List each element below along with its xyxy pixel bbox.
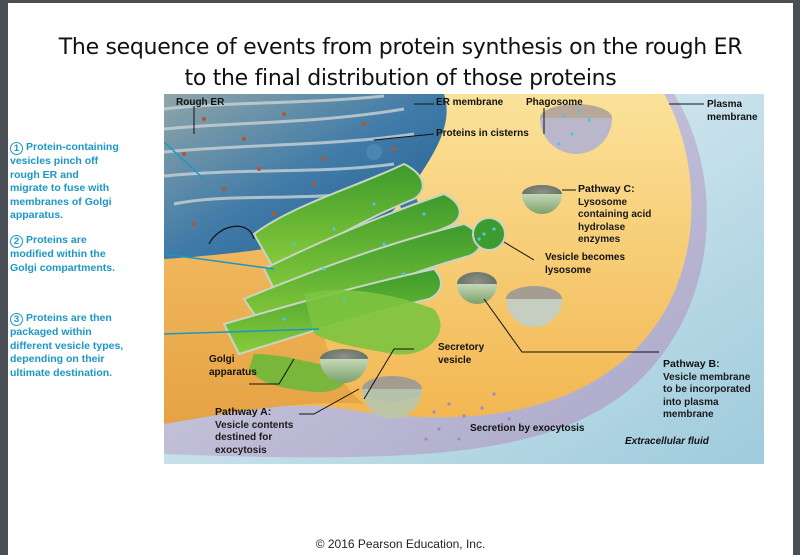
label-line: containing acid bbox=[578, 209, 652, 220]
step-1-line: apparatus. bbox=[10, 209, 64, 221]
label-line: Plasma bbox=[707, 99, 743, 110]
label-rough-er: Rough ER bbox=[176, 97, 225, 108]
title-line-2: to the final distribution of those prote… bbox=[184, 66, 617, 91]
label-pathway-b: Pathway B: Vesicle membrane to be incorp… bbox=[663, 358, 751, 422]
title-line-1: The sequence of events from protein synt… bbox=[58, 35, 743, 60]
er-to-golgi-arrow bbox=[208, 225, 255, 245]
golgi-proteins bbox=[282, 202, 496, 321]
label-secretion-by-exocytosis: Secretion by exocytosis bbox=[470, 423, 585, 434]
label-line: Golgi bbox=[209, 354, 235, 365]
step-number-2: 2 bbox=[10, 235, 23, 248]
label-er-membrane: ER membrane bbox=[436, 97, 504, 108]
pathway-c-heading: Pathway C: bbox=[578, 183, 635, 195]
exocytosis-vesicle bbox=[362, 376, 422, 419]
step-2-line: modified within the bbox=[10, 248, 106, 260]
label-line: Lysosome bbox=[578, 196, 628, 208]
illustration-svg bbox=[164, 94, 764, 464]
label-line: exocytosis bbox=[215, 444, 267, 456]
step-1-line: vesicles pinch off bbox=[10, 155, 99, 167]
step-1-line: membranes of Golgi bbox=[10, 195, 112, 208]
er-cisternae bbox=[164, 94, 415, 206]
transport-vesicle bbox=[366, 144, 382, 160]
step-3-line: Proteins are then bbox=[26, 312, 112, 324]
label-line: Vesicle becomes bbox=[545, 252, 626, 263]
step-1-line: rough ER and bbox=[10, 168, 79, 181]
step-3-line: ultimate destination. bbox=[10, 366, 113, 379]
label-line: membrane bbox=[663, 409, 714, 420]
label-line: Secretory bbox=[438, 342, 485, 353]
lysosome-vesicle bbox=[522, 185, 562, 214]
step-number-1: 1 bbox=[10, 142, 23, 155]
membrane-fusing-vesicle bbox=[506, 286, 562, 327]
label-line: destined for bbox=[215, 432, 273, 443]
step-3-line: packaged within bbox=[10, 326, 92, 338]
label-plasma-membrane: Plasma membrane bbox=[707, 99, 758, 124]
label-pathway-c: Pathway C: Lysosome containing acid hydr… bbox=[578, 183, 651, 247]
step-number-3: 3 bbox=[10, 313, 23, 326]
label-line: lysosome bbox=[545, 264, 592, 276]
golgi-apparatus-shape bbox=[222, 162, 506, 393]
label-line: apparatus bbox=[209, 366, 257, 378]
rough-er bbox=[164, 94, 447, 259]
pathway-a-heading: Pathway A: bbox=[215, 406, 272, 418]
label-pathway-a: Pathway A: Vesicle contents destined for… bbox=[215, 406, 293, 457]
phagosome-vesicle bbox=[540, 104, 612, 154]
label-line: to be incorporated bbox=[663, 384, 751, 395]
label-phagosome: Phagosome bbox=[526, 97, 583, 108]
leader-lines bbox=[193, 103, 704, 415]
secreted-proteins bbox=[424, 392, 511, 441]
step-3-line: different vesicle types, bbox=[10, 339, 124, 352]
step-1-line: Protein-containing bbox=[26, 141, 119, 153]
step-2-line: Proteins are bbox=[26, 234, 87, 246]
membrane-vesicle bbox=[457, 272, 497, 304]
label-line: vesicle bbox=[438, 354, 472, 366]
label-proteins-in-cisterns: Proteins in cisterns bbox=[436, 128, 529, 139]
step-2-line: Golgi compartments. bbox=[10, 261, 116, 274]
label-line: membrane bbox=[707, 111, 758, 123]
label-vesicle-becomes-lysosome: Vesicle becomes lysosome bbox=[545, 252, 625, 277]
label-line: Vesicle contents bbox=[215, 419, 294, 431]
step-1-line: migrate to fuse with bbox=[10, 182, 110, 194]
copyright-notice: © 2016 Pearson Education, Inc. bbox=[315, 537, 486, 551]
label-line: enzymes bbox=[578, 234, 621, 245]
secretory-vesicle-shape bbox=[320, 349, 368, 383]
label-extracellular-fluid: Extracellular fluid bbox=[625, 436, 709, 447]
slide-title: The sequence of events from protein synt… bbox=[8, 32, 793, 94]
step-3-line: depending on their bbox=[10, 353, 105, 365]
label-secretory-vesicle: Secretory vesicle bbox=[438, 342, 484, 367]
label-line: into plasma bbox=[663, 396, 719, 408]
label-line: Vesicle membrane bbox=[663, 371, 751, 383]
label-golgi-apparatus: Golgi apparatus bbox=[209, 354, 257, 379]
label-line: hydrolase bbox=[578, 221, 626, 233]
cell-illustration: Rough ER ER membrane Proteins in cistern… bbox=[164, 94, 764, 464]
pathway-b-heading: Pathway B: bbox=[663, 358, 720, 370]
step-pointer-lines bbox=[164, 141, 320, 335]
